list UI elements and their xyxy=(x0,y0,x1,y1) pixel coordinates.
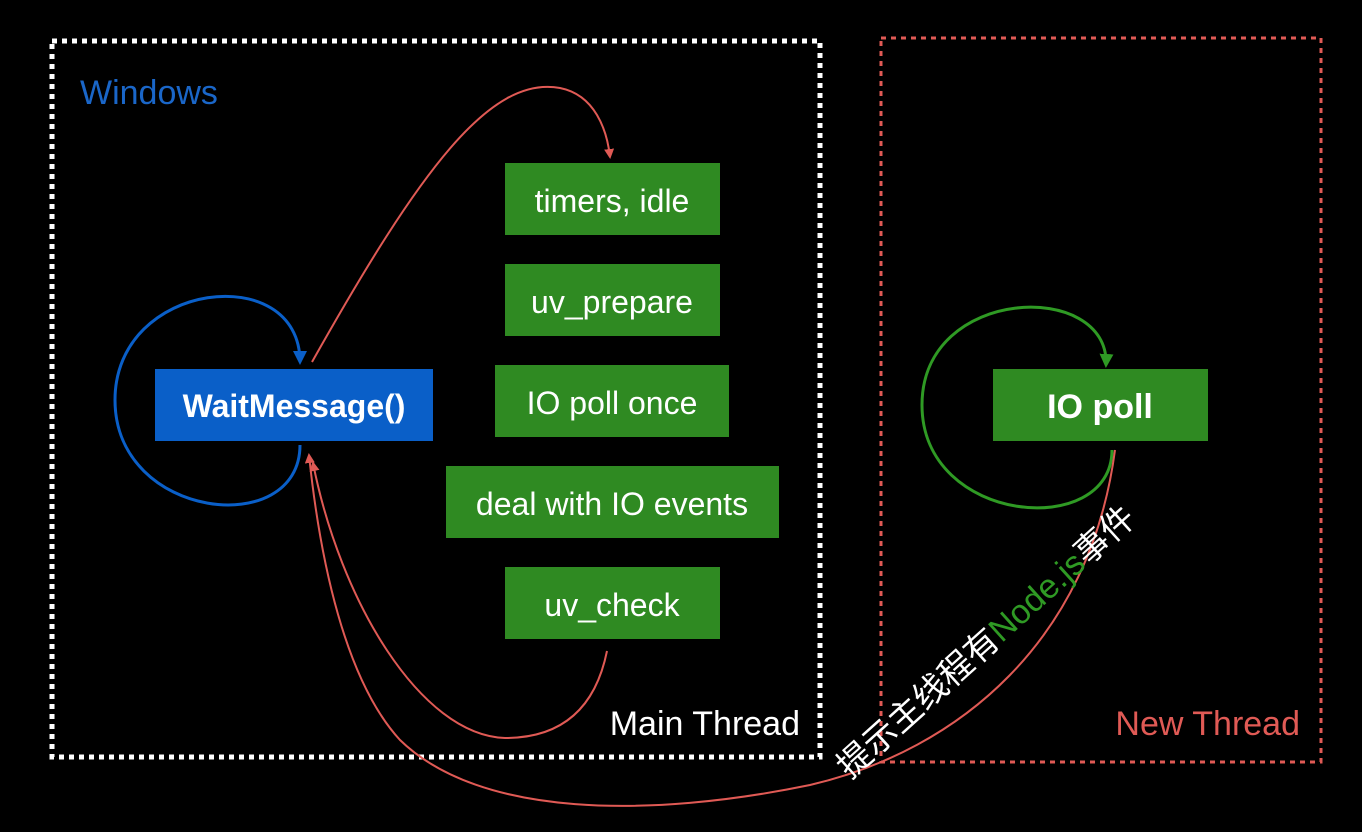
io-poll-once-node xyxy=(495,365,729,437)
io-poll-label: IO poll xyxy=(1047,388,1153,426)
uv-prepare-node xyxy=(505,264,720,336)
deal-with-io-events-node xyxy=(446,466,779,538)
io-poll-node xyxy=(993,369,1208,441)
uv-check-label: uv_check xyxy=(544,587,680,623)
uv-check-return-arrow xyxy=(309,461,608,740)
wait-message-node xyxy=(155,369,433,441)
timers-idle-label: timers, idle xyxy=(535,183,690,219)
wait-message-loop-arrow xyxy=(113,294,307,507)
new-thread-region xyxy=(879,36,1323,764)
deal-with-io-events-label: deal with IO events xyxy=(476,486,748,522)
main-thread-region xyxy=(49,38,823,760)
windows-label: Windows xyxy=(80,74,218,112)
io-poll-loop-arrow xyxy=(920,305,1114,510)
notify-main-thread-annotation: 提示主线程有Node.js事件 xyxy=(830,499,1143,786)
uv-prepare-label: uv_prepare xyxy=(531,284,693,320)
io-poll-once-label: IO poll once xyxy=(527,385,698,421)
io-poll-notify-arrow xyxy=(304,449,1116,807)
wait-message-label: WaitMessage() xyxy=(183,388,406,424)
uv-check-node xyxy=(505,567,720,639)
timers-idle-node xyxy=(505,163,720,235)
to-timers-arrow xyxy=(311,85,615,363)
new-thread-label: New Thread xyxy=(1115,705,1300,743)
main-thread-label: Main Thread xyxy=(610,705,800,743)
annotation-highlight: Node.js xyxy=(982,544,1093,649)
